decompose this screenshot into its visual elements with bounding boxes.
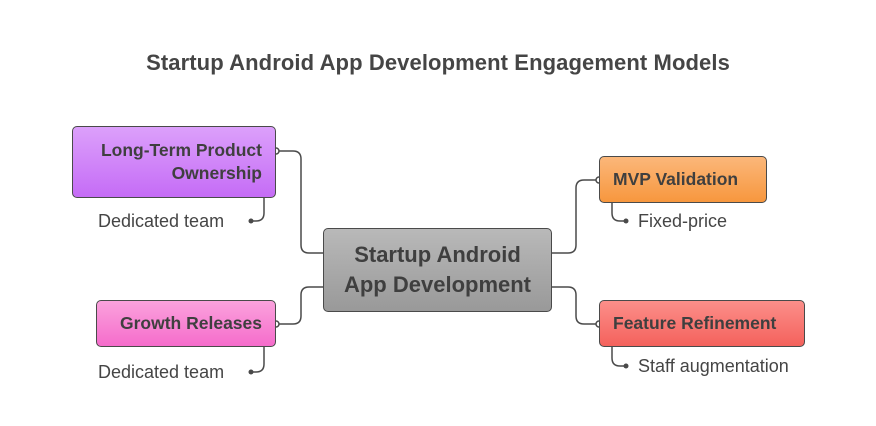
branch-mvp-validation: MVP Validation (599, 156, 767, 203)
connector-growth (276, 286, 323, 325)
leaf-mvp-detail: Fixed-price (638, 211, 728, 231)
leaf-dot-feature (623, 363, 629, 369)
connector-growth-detail (251, 347, 265, 373)
center-node: Startup Android App Development (323, 228, 552, 312)
leaf-dot-long-term (248, 218, 254, 224)
connector-feature-detail (611, 347, 626, 367)
leaf-dot-growth (248, 369, 254, 375)
branch-long-term-line2: Ownership (171, 163, 262, 183)
leaf-growth-detail: Dedicated team (98, 362, 225, 382)
branch-long-term-ownership: Long-Term Product Ownership (72, 126, 276, 198)
branch-long-term-line1: Long-Term Product (100, 140, 262, 160)
center-node-line1: Startup Android (354, 242, 521, 267)
branch-growth-releases: Growth Releases (96, 300, 276, 347)
center-node-line2: App Development (343, 272, 532, 297)
connector-mvp-detail (611, 203, 626, 222)
leaf-long-term-detail: Dedicated team (98, 211, 225, 231)
connector-feature (552, 286, 599, 325)
connector-mvp (552, 179, 599, 254)
branch-feature-label: Feature Refinement (613, 313, 777, 333)
leaf-dot-mvp (623, 218, 629, 224)
connector-long-term (276, 150, 323, 254)
leaf-feature-detail: Staff augmentation (638, 356, 789, 376)
branch-mvp-label: MVP Validation (613, 169, 739, 189)
diagram-title: Startup Android App Development Engageme… (146, 50, 730, 75)
branch-feature-refinement: Feature Refinement (599, 300, 805, 347)
branch-growth-label: Growth Releases (120, 313, 262, 333)
connector-long-term-detail (251, 198, 265, 222)
